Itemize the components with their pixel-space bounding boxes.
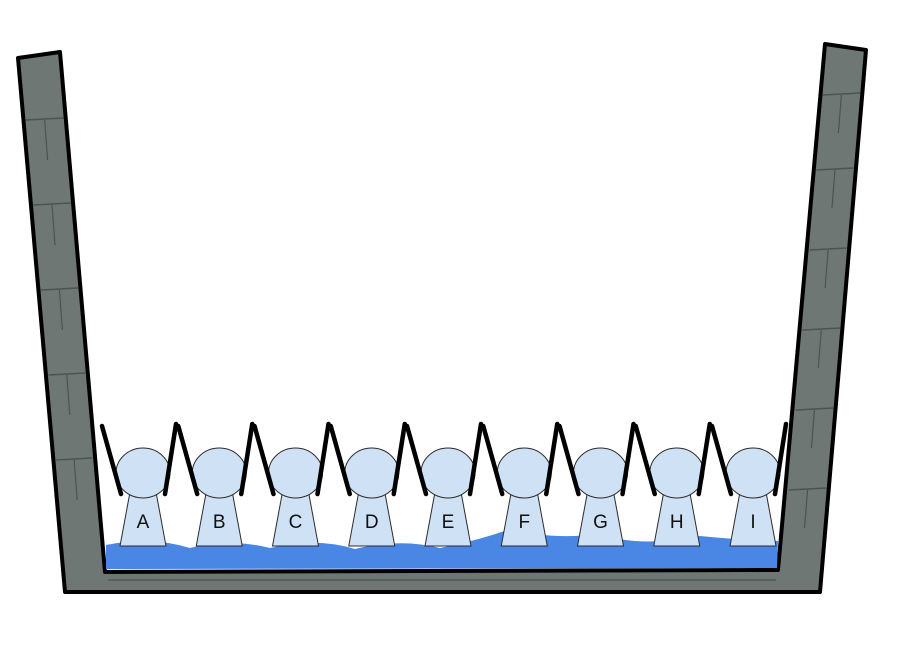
brick-line-right: [809, 247, 847, 251]
figure-head: [725, 447, 781, 499]
figure-head: [573, 447, 628, 499]
brick-line-right: [816, 167, 854, 171]
brick-joint-right: [803, 489, 809, 529]
figure-label: A: [137, 512, 150, 533]
figure-label: G: [593, 512, 608, 533]
arm-right: [162, 421, 179, 497]
arm-left: [557, 423, 581, 497]
arms-row: [99, 421, 789, 497]
brick-line-left: [40, 287, 78, 291]
arm-right: [239, 421, 255, 497]
figure-head: [268, 447, 323, 499]
figure-head: [420, 447, 476, 499]
brick-joint-right: [831, 169, 836, 209]
arm-left: [176, 423, 200, 497]
brick-line-left: [55, 457, 93, 461]
brick-joint-left: [44, 119, 49, 161]
arm-left: [328, 423, 352, 497]
figure-head: [191, 447, 247, 499]
brick-joint-left: [73, 459, 78, 501]
brick-joint-left: [58, 289, 63, 331]
arm-right: [772, 421, 789, 497]
arm-left: [404, 423, 429, 497]
figure-h: H: [649, 447, 705, 547]
figure-label: D: [365, 512, 379, 533]
arm-right: [315, 421, 331, 497]
brick-line-right: [788, 487, 827, 491]
arm-right: [544, 421, 560, 497]
figure-f: F: [496, 447, 552, 547]
figure-a: A: [115, 447, 171, 547]
brick-joint-left: [66, 374, 71, 416]
brick-line-right: [795, 407, 834, 411]
figures-row: A B C D E F G H I: [115, 447, 781, 547]
arm-right: [696, 421, 712, 497]
figure-g: G: [573, 447, 628, 547]
brick-joint-left: [51, 204, 56, 246]
figure-c: C: [268, 447, 323, 547]
figure-d: D: [344, 447, 400, 547]
arm-right: [391, 421, 407, 497]
figure-i: I: [725, 447, 781, 547]
figure-head: [496, 447, 552, 499]
container-walls: [16, 42, 868, 594]
brick-line-right: [822, 92, 860, 96]
brick-joint-right: [824, 249, 829, 289]
figure-label: C: [289, 512, 303, 533]
arm-left: [633, 423, 657, 497]
arm-right: [620, 421, 636, 497]
figure-e: E: [420, 447, 476, 547]
figure-b: B: [191, 447, 247, 547]
stone-wall: [16, 42, 868, 594]
brick-joint-right: [810, 409, 816, 449]
arm-left: [481, 423, 505, 497]
arm-left: [709, 423, 734, 497]
figure-label: E: [442, 512, 455, 533]
arm-right: [467, 421, 484, 497]
figure-head: [344, 447, 400, 499]
figure-label: B: [213, 512, 226, 533]
figure-label: F: [518, 512, 530, 533]
figure-head: [115, 447, 171, 499]
brick-line-right: [802, 327, 841, 331]
brick-joint-right: [817, 329, 822, 369]
figure-head: [649, 447, 705, 499]
brick-line-left: [48, 372, 86, 376]
brick-joint-right: [837, 94, 842, 134]
brick-line-left: [33, 202, 71, 206]
figure-label: I: [750, 512, 755, 533]
arm-left: [99, 423, 124, 497]
figure-label: H: [670, 512, 684, 533]
arm-left: [252, 423, 276, 497]
brick-line-left: [25, 117, 64, 121]
